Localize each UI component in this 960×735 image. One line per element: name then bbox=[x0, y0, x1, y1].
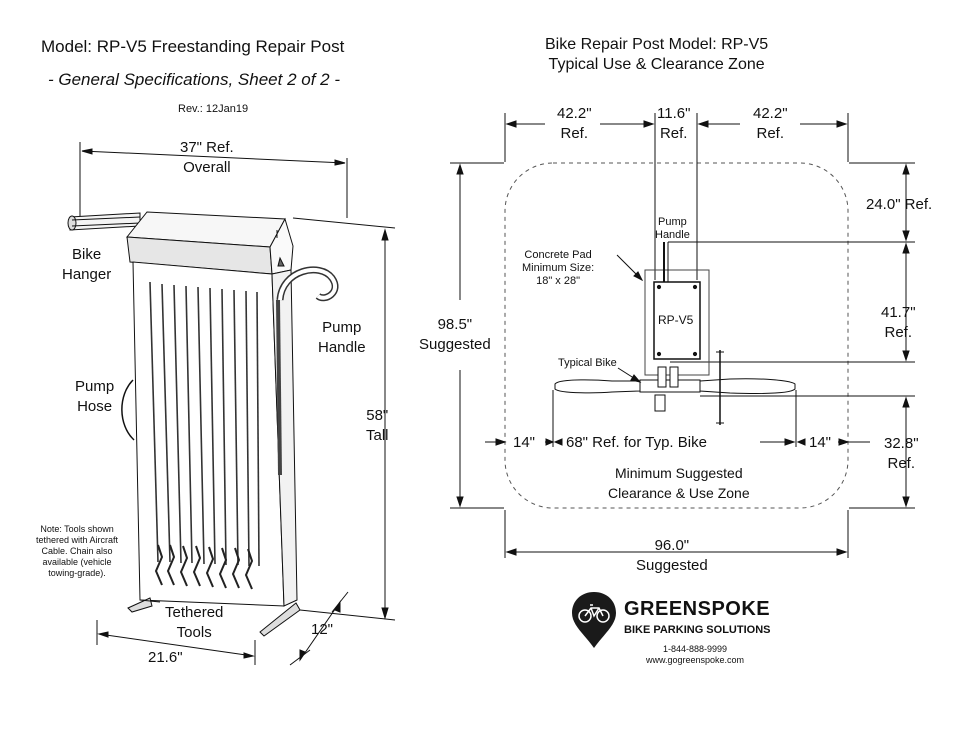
pump-handle-line1: Pump bbox=[322, 319, 362, 336]
dim-left-top-value: 42.2" bbox=[557, 105, 592, 122]
dim-mid-top: 11.6" Ref. bbox=[657, 104, 690, 144]
tools-note-line: tethered with Aircraft bbox=[36, 535, 119, 545]
dim-96: 96.0" Suggested bbox=[636, 536, 708, 576]
overall-dimension: 37" Ref. Overall bbox=[180, 138, 234, 178]
dim-985: 98.5" Suggested bbox=[419, 315, 491, 355]
clearance-zone-drawing bbox=[450, 113, 915, 558]
tethered-tools-line2: Tools bbox=[176, 624, 212, 641]
zone-label: Minimum Suggested Clearance & Use Zone bbox=[608, 463, 750, 503]
pump-hose-line2: Hose bbox=[77, 398, 113, 415]
overall-dimension-value: 37" Ref. bbox=[180, 139, 234, 156]
bike-hanger-line1: Bike bbox=[72, 246, 102, 263]
brand-tagline: BIKE PARKING SOLUTIONS bbox=[624, 624, 771, 636]
right-title-line1: Bike Repair Post Model: RP-V5 bbox=[545, 36, 769, 53]
tools-note-line: available (vehicle bbox=[42, 557, 112, 567]
tools-note-line: Cable. Chain also bbox=[41, 546, 113, 556]
tools-note-line: towing-grade). bbox=[48, 568, 106, 578]
dim-328-ref: Ref. bbox=[887, 455, 916, 472]
pump-hose-label: Pump Hose bbox=[75, 377, 114, 417]
pump-handle-top-line2: Handle bbox=[655, 229, 690, 241]
revision-label: Rev.: 12Jan19 bbox=[178, 103, 249, 115]
dim-mid-top-ref: Ref. bbox=[659, 125, 688, 142]
concrete-pad-line3: 18" x 28" bbox=[536, 275, 581, 287]
tethered-tools-label: Tethered Tools bbox=[165, 603, 223, 643]
height-dimension: 58" Tall bbox=[366, 406, 389, 446]
brand-contact: 1-844-888-9999 www.gogreenspoke.com bbox=[640, 644, 750, 666]
concrete-pad-line2: Minimum Size: bbox=[522, 262, 595, 274]
zone-label-line2: Clearance & Use Zone bbox=[608, 485, 750, 501]
typical-bike-label: Typical Bike bbox=[558, 357, 617, 369]
dim-left-top: 42.2" Ref. bbox=[557, 104, 592, 144]
dim-right-top-ref: Ref. bbox=[756, 125, 785, 142]
dim-417: 41.7" Ref. bbox=[881, 303, 916, 343]
concrete-pad-line1: Concrete Pad bbox=[524, 249, 592, 261]
pump-handle-top-label: Pump Handle bbox=[655, 216, 690, 242]
width-dimension: 21.6" bbox=[148, 649, 183, 666]
brand-website[interactable]: www.gogreenspoke.com bbox=[645, 655, 745, 665]
bike-hanger-label: Bike Hanger bbox=[62, 245, 111, 285]
dim-mid-top-value: 11.6" bbox=[657, 105, 691, 122]
pump-hose-line1: Pump bbox=[75, 378, 115, 395]
right-title: Bike Repair Post Model: RP-V5 Typical Us… bbox=[545, 35, 768, 75]
right-title-line2: Typical Use & Clearance Zone bbox=[548, 56, 765, 73]
dim-417-value: 41.7" bbox=[881, 304, 916, 321]
pump-handle-label: Pump Handle bbox=[318, 318, 366, 358]
dim-96-word: Suggested bbox=[636, 557, 708, 574]
dim-right-top-value: 42.2" bbox=[753, 105, 788, 122]
dim-417-ref: Ref. bbox=[884, 324, 913, 341]
brand-phone: 1-844-888-9999 bbox=[662, 644, 728, 654]
bike-hanger-line2: Hanger bbox=[62, 266, 112, 283]
dim-985-value: 98.5" bbox=[437, 316, 473, 333]
tools-note: Note: Tools shown tethered with Aircraft… bbox=[36, 524, 118, 579]
tethered-tools-line1: Tethered bbox=[165, 604, 224, 621]
pump-handle-line2: Handle bbox=[318, 339, 366, 356]
dim-14-left: 14" bbox=[513, 434, 536, 451]
zone-label-line1: Minimum Suggested bbox=[615, 465, 743, 481]
overall-dimension-word: Overall bbox=[183, 159, 231, 176]
unit-label: RP-V5 bbox=[658, 313, 694, 327]
dim-24: 24.0" Ref. bbox=[866, 196, 933, 213]
dim-328: 32.8" Ref. bbox=[884, 434, 919, 474]
brand-name: GREENSPOKE bbox=[624, 598, 771, 620]
dim-14-right: 14" bbox=[809, 434, 832, 451]
concrete-pad-label: Concrete Pad Minimum Size: 18" x 28" bbox=[522, 249, 594, 288]
depth-dimension: 12" bbox=[311, 621, 334, 638]
height-dimension-word: Tall bbox=[366, 427, 389, 444]
left-subtitle: - General Specifications, Sheet 2 of 2 - bbox=[48, 70, 340, 89]
dim-96-value: 96.0" bbox=[654, 537, 690, 554]
dim-68: 68" Ref. for Typ. Bike bbox=[566, 434, 707, 451]
dim-328-value: 32.8" bbox=[884, 435, 919, 452]
brand-logo bbox=[572, 592, 616, 648]
height-dimension-value: 58" bbox=[366, 407, 389, 424]
dim-right-top: 42.2" Ref. bbox=[753, 104, 788, 144]
tools-note-line: Note: Tools shown bbox=[40, 524, 114, 534]
dim-left-top-ref: Ref. bbox=[560, 125, 589, 142]
pump-handle-top-line1: Pump bbox=[658, 216, 687, 228]
dim-985-word: Suggested bbox=[419, 336, 491, 353]
left-title: Model: RP-V5 Freestanding Repair Post bbox=[41, 37, 345, 56]
